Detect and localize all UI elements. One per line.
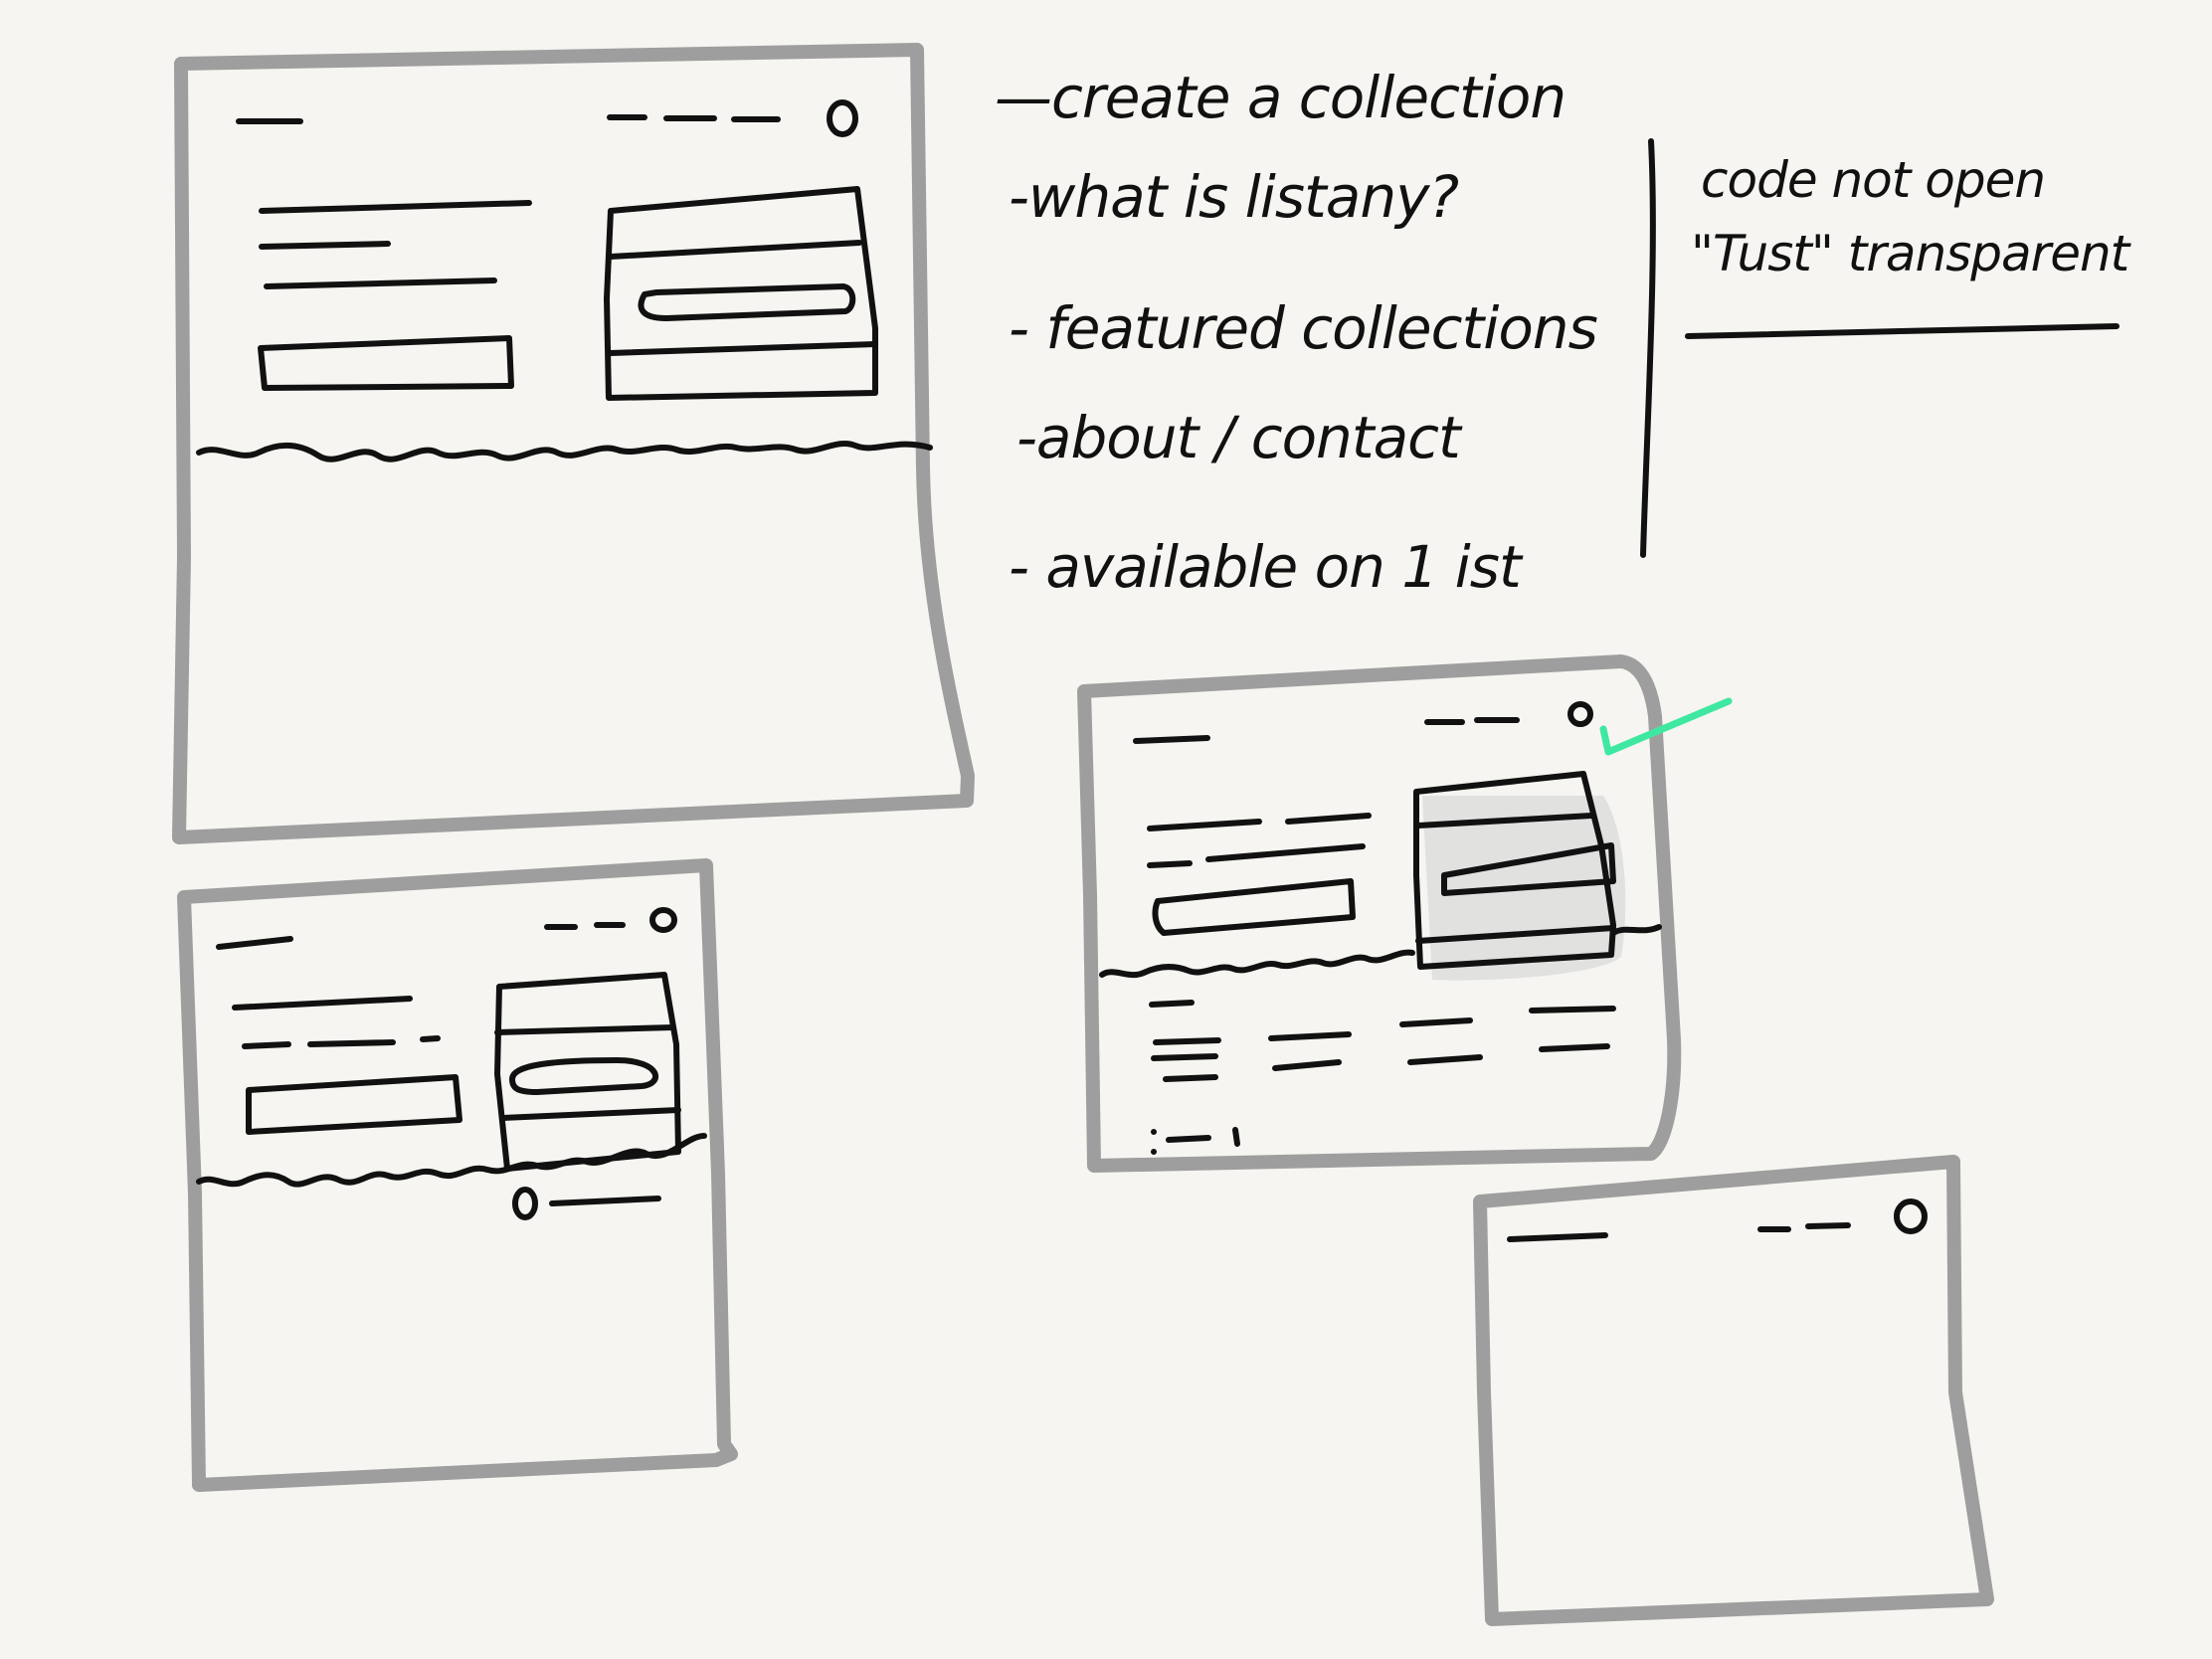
hero-heading-line [232,996,413,1011]
footer-mark [1232,1127,1240,1147]
card-divider [608,240,862,260]
check-mark-icon [1599,697,1733,756]
cta-button [258,335,514,391]
profile-icon [1894,1198,1928,1234]
logo-mark [1133,735,1210,744]
profile-icon [649,907,677,933]
link-icon [512,1187,538,1220]
logo-mark [216,936,293,950]
hero-text-line [1205,843,1366,862]
cta-button [246,1074,462,1135]
hero-text-line [307,1039,396,1047]
hero-text-line [259,241,391,250]
hero-text-line [242,1041,291,1049]
note-item: -about / contact [1016,404,1463,471]
hero-heading-line [259,200,532,214]
hero-text-line [1147,860,1193,868]
wireframe-sketch-links [1077,654,1733,1173]
search-input-sketch [638,283,856,321]
sketch-frame [177,858,738,1492]
underline [1685,323,2120,339]
card-divider [1415,813,1594,829]
card-divider [608,341,878,356]
hero-text-line [1285,813,1372,825]
side-note-line: code not open [1701,151,2045,209]
note-item: - available on 1 ist [1009,533,1524,601]
side-note-line: "Tust" transparent [1691,225,2132,282]
footer-link [1407,1054,1483,1065]
hero-text-line [1147,819,1262,831]
fold-line [196,441,933,462]
wireframe-sketch-blank [1473,1155,1994,1626]
sketch-frame [1473,1155,1994,1626]
footer-heading [1149,1000,1195,1008]
hero-text-line [264,277,497,289]
footer-link [1163,1074,1218,1082]
search-input-sketch [509,1057,659,1095]
footer-link [1399,1017,1473,1027]
note-item: —create a collection [995,64,1566,131]
logo-mark [1507,1232,1608,1242]
notes-divider [1640,138,1656,558]
footer-link [1151,1053,1218,1061]
fold-line [1099,924,1662,979]
wireframe-sketch-large [172,43,975,844]
notes-list: —create a collection -what is listany? -… [995,64,1598,601]
profile-icon [827,99,858,137]
cta-button [1152,878,1356,936]
fold-line [196,1133,707,1188]
footer-mark [1151,1129,1157,1135]
footer-link [1539,1043,1610,1052]
footer-mark [1166,1135,1211,1143]
card-divider [494,1024,675,1035]
sketch-frame [172,43,975,844]
footer-link [1529,1006,1616,1014]
card-divider [499,1107,681,1121]
nav-link [1805,1222,1851,1229]
footer-mark [1151,1149,1157,1155]
side-note: code not open "Tust" transparent [1685,151,2133,339]
card-mockup [604,186,878,401]
note-item: - featured collections [1009,294,1597,362]
card-mockup [494,972,681,1172]
note-item: -what is listany? [1009,163,1458,231]
footer-link [1272,1059,1342,1071]
hero-text-line [420,1035,441,1042]
card-divider [1415,925,1616,944]
profile-icon [1567,701,1593,727]
card-mockup [1413,771,1616,970]
footer-link [1268,1031,1352,1041]
search-input-sketch [1441,842,1616,896]
footer-link [1153,1037,1221,1045]
sketch-frame [1077,654,1682,1173]
link-line [549,1196,661,1206]
wireframe-sketch-search [177,858,738,1492]
